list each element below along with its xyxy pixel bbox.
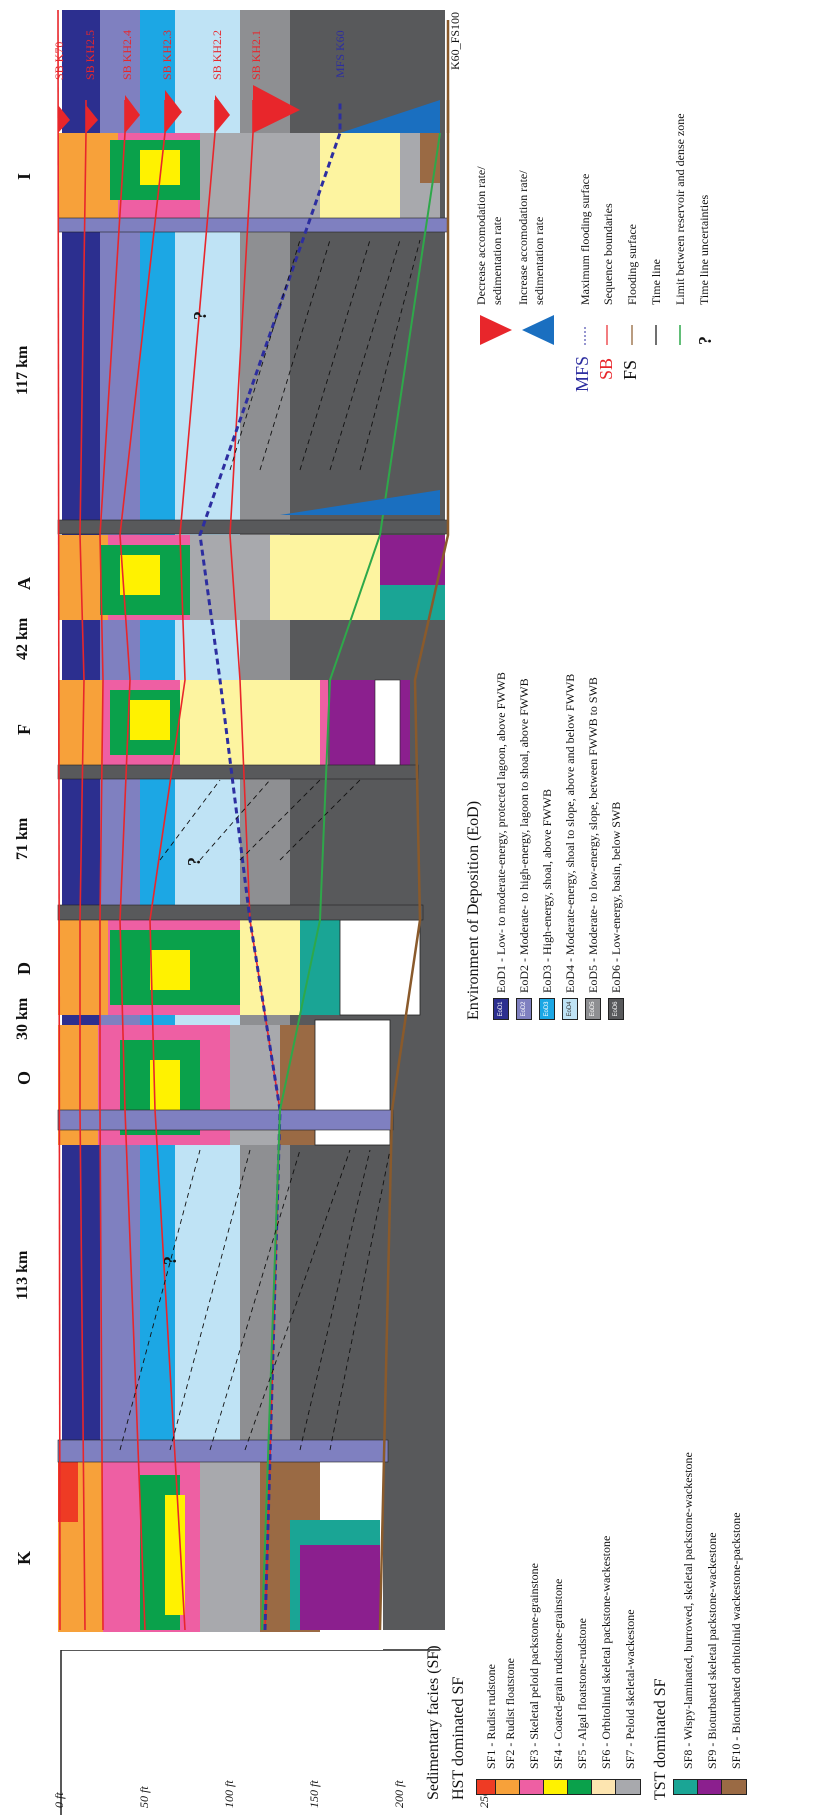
depth-tick-0: 0 ft: [52, 1792, 66, 1808]
eod6-row: EoD6 EoD6 - Low-energy, basin, below SWB: [608, 802, 624, 1020]
eod3-row: EoD3 EoD3 - High-energy, shoal, above FWW…: [539, 789, 555, 1020]
sf10-label: SF10 - Bioturbated orbitolinid wackeston…: [728, 1512, 743, 1769]
sf9-swatch: [697, 1779, 723, 1795]
sf5-label: SF5 - Algal floatstone-rudstone: [574, 1618, 589, 1769]
distance-o-d: 30 km: [14, 997, 31, 1040]
sf9-row: SF9 - Bioturbated skeletal packstone-wac…: [697, 1532, 723, 1800]
hst-title: HST dominated SF: [450, 1676, 467, 1800]
sf8-label: SF8 - Wispy-laminated, burrowed, skeleta…: [680, 1452, 695, 1769]
sf2-swatch: [495, 1779, 521, 1795]
sf4-swatch: [543, 1779, 569, 1795]
fs-k60-label: K60_FS100: [448, 11, 462, 70]
mfs-symbol: MFS: [572, 355, 592, 392]
eod6-swatch: EoD6: [608, 998, 624, 1020]
eod1-label: EoD1 - Low- to moderate-energy, protecte…: [493, 672, 508, 993]
sb-kh21-label: SB KH2.1: [249, 29, 263, 80]
tst-title: TST dominated SF: [652, 1678, 669, 1801]
sf8-row: SF8 - Wispy-laminated, burrowed, skeleta…: [673, 1452, 699, 1800]
uncertainty-symbol: ?: [695, 336, 715, 345]
sf7-swatch: [615, 1779, 641, 1795]
sb-symbol: SB: [596, 357, 616, 380]
mfs-legend-label: Maximum flooding surface: [578, 173, 592, 305]
well-k-label: K: [14, 1550, 34, 1565]
mfs-k60-label: MFS K60: [333, 30, 347, 78]
depth-tick-150: 150 ft: [307, 1780, 321, 1808]
depth-tick-200: 200 ft: [392, 1780, 406, 1808]
eod5-label: EoD5 - Moderate- to low-energy, slope, b…: [585, 677, 600, 993]
eod3-swatch: EoD3: [539, 998, 555, 1020]
eod1-swatch: EoD1: [493, 998, 509, 1020]
sf6-label: SF6 - Orbitolinid skeletal packstone-wac…: [598, 1535, 613, 1769]
decrease-line2: sedimentation rate: [490, 216, 504, 305]
well-i-label: I: [14, 172, 34, 180]
sf2-row: SF2 - Rudist floatstone: [495, 1657, 521, 1800]
sf10-swatch: [721, 1779, 747, 1795]
well-o-label: O: [14, 1070, 34, 1085]
distance-k-o: 113 km: [14, 1250, 31, 1300]
eod2-swatch: EoD2: [516, 998, 532, 1020]
sf-legend-title: Sedimentary facies (SF): [425, 1645, 442, 1800]
uncertainty-mark-1: ?: [160, 1256, 180, 1265]
eod3-label: EoD3 - High-energy, shoal, above FWWB: [539, 789, 554, 993]
well-f-label: F: [14, 724, 34, 735]
sf4-row: SF4 - Coated-grain rudstone-grainstone: [543, 1578, 569, 1800]
sf8-swatch: [673, 1779, 699, 1795]
sb-legend-label: Sequence boundaries: [601, 203, 615, 305]
eod5-swatch: EoD5: [585, 998, 601, 1020]
sf2-label: SF2 - Rudist floatstone: [502, 1657, 517, 1769]
distance-a-i: 117 km: [14, 345, 31, 395]
distance-f-a: 42 km: [14, 617, 31, 660]
sb-kh24-label: SB KH2.4: [120, 29, 134, 80]
sf7-label: SF7 - Peloid skeletal-wackestone: [622, 1609, 637, 1769]
sf5-swatch: [567, 1779, 593, 1795]
sf5-row: SF5 - Algal floatstone-rudstone: [567, 1618, 593, 1800]
sf6-swatch: [591, 1779, 617, 1795]
sb-kh25-label: SB KH2.5: [83, 29, 97, 80]
eod4-swatch: EoD4: [562, 998, 578, 1020]
depth-tick-100: 100 ft: [222, 1780, 236, 1808]
sf7-row: SF7 - Peloid skeletal-wackestone: [615, 1609, 641, 1800]
increase-line1: Increase accomodation rate/: [516, 170, 530, 305]
eod6-label: EoD6 - Low-energy, basin, below SWB: [608, 801, 623, 993]
eod4-row: EoD4 EoD4 - Moderate-energy, shoal to slo…: [562, 674, 578, 1020]
sf6-row: SF6 - Orbitolinid skeletal packstone-wac…: [591, 1535, 617, 1800]
sf1-label: SF1 - Rudist rudstone: [483, 1663, 498, 1769]
eod2-label: EoD2 - Moderate- to high-energy, lagoon …: [516, 678, 531, 993]
limit-legend-label: Limit between reservoir and dense zone: [673, 113, 687, 305]
sf3-row: SF3 - Skeletal peloid packstone-grainsto…: [519, 1563, 545, 1800]
eod4-label: EoD4 - Moderate-energy, shoal to slope, …: [562, 673, 577, 993]
uncertainty-mark-3: ?: [190, 311, 210, 320]
sb-k70-label: SB K70: [52, 41, 66, 80]
decrease-line1: Decrease accomodation rate/: [474, 166, 488, 305]
distance-d-f: 71 km: [14, 817, 31, 860]
sb-kh23-label: SB KH2.3: [160, 29, 174, 80]
uncertainty-legend-label: Time line uncertainties: [697, 194, 711, 305]
sf3-label: SF3 - Skeletal peloid packstone-grainsto…: [526, 1563, 541, 1769]
fs-legend-label: Flooding surface: [625, 224, 639, 305]
eod2-row: EoD2 EoD2 - Moderate- to high-energy, lag…: [516, 678, 532, 1020]
timeline-legend-label: Time line: [649, 259, 663, 305]
well-a-label: A: [14, 577, 34, 590]
sf10-row: SF10 - Bioturbated orbitolinid wackeston…: [721, 1512, 747, 1800]
sf4-label: SF4 - Coated-grain rudstone-grainstone: [550, 1578, 565, 1769]
uncertainty-mark-2: ?: [184, 857, 204, 866]
eod-legend-title: Environment of Deposition (EoD): [465, 800, 482, 1020]
fs-symbol: FS: [620, 359, 640, 380]
sb-kh22-label: SB KH2.2: [210, 29, 224, 80]
eod1-row: EoD1 EoD1 - Low- to moderate-energy, prot…: [493, 672, 509, 1020]
increase-line2: sedimentation rate: [532, 216, 546, 305]
sf9-label: SF9 - Bioturbated skeletal packstone-wac…: [704, 1532, 719, 1769]
sf3-swatch: [519, 1779, 545, 1795]
eod5-row: EoD5 EoD5 - Moderate- to low-energy, slop…: [585, 677, 601, 1020]
depth-tick-50: 50 ft: [137, 1786, 151, 1808]
well-d-label: D: [14, 962, 34, 975]
